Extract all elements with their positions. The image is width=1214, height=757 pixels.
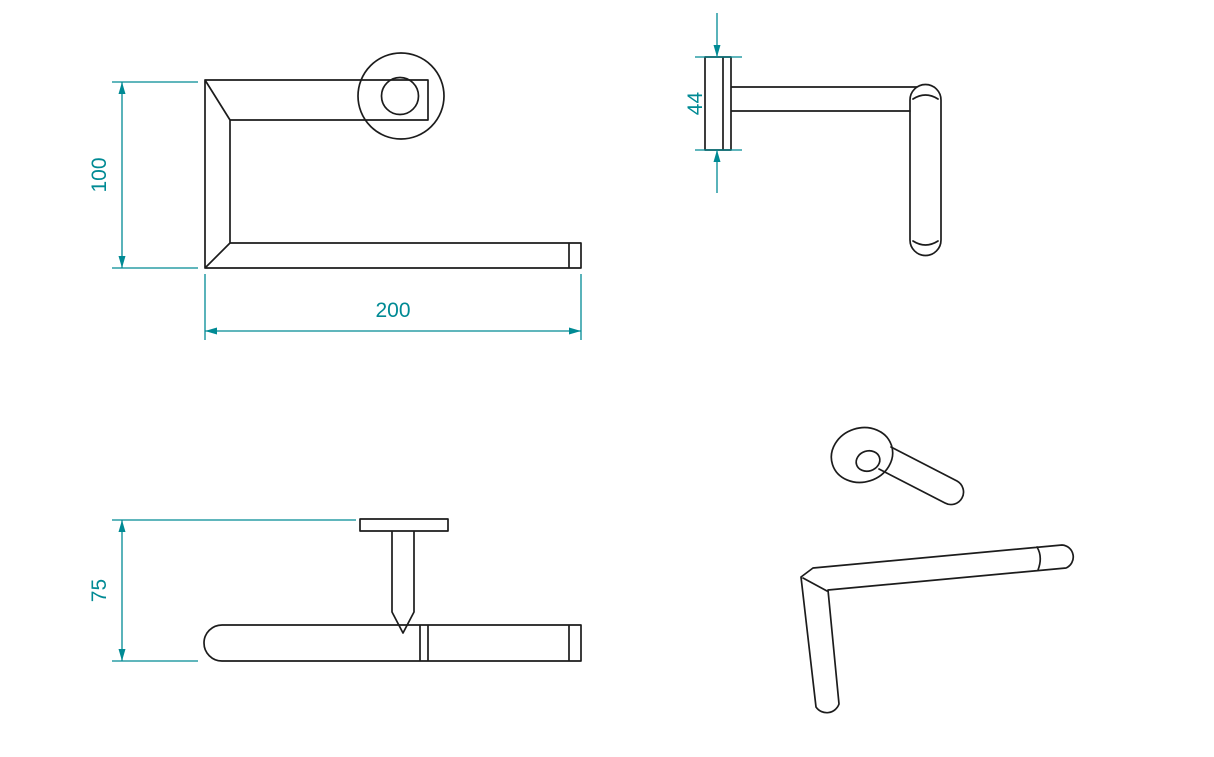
- dimension-label: 75: [88, 579, 111, 602]
- plan-view: 75: [88, 518, 582, 662]
- dimension-arrow-left: [205, 327, 217, 335]
- dimension-lines: [112, 519, 356, 662]
- dimension-arrow-right: [569, 327, 581, 335]
- roll-bar-plan: [203, 624, 582, 662]
- mount-arm: [878, 446, 965, 506]
- dimension-label: 100: [88, 157, 111, 192]
- dimension-label: 44: [684, 92, 707, 116]
- wall-plate-and-arm: [704, 56, 918, 151]
- dimension-lines: [112, 81, 198, 269]
- dimension-label: 200: [375, 299, 410, 322]
- wall-flange-circle: [357, 52, 445, 140]
- bracket-body: [800, 544, 1075, 714]
- dimension-lines: [695, 13, 742, 193]
- dimension-arrow-up: [713, 150, 721, 162]
- roll-bar-profile: [909, 83, 942, 257]
- dimension-arrow-down: [118, 649, 126, 661]
- side-view: 44: [684, 13, 942, 257]
- wall-flange-ellipse: [830, 426, 894, 484]
- dimension-lines: [204, 274, 582, 340]
- front-height-dimension: 100: [88, 81, 198, 269]
- bracket-outline: [204, 79, 582, 269]
- arm-end-circle: [380, 76, 420, 116]
- wall-mount-plan: [359, 518, 449, 634]
- dimension-arrow-up: [118, 520, 126, 532]
- dimension-arrow-down: [118, 256, 126, 268]
- dimension-arrow-down: [713, 45, 721, 57]
- front-width-dimension: 200: [204, 274, 582, 340]
- dimension-arrow-up: [118, 82, 126, 94]
- side-plate-dimension: 44: [684, 13, 742, 193]
- flange-hub-ellipse: [855, 449, 881, 473]
- front-view: 100 200: [88, 52, 582, 340]
- isometric-view: [800, 426, 1075, 714]
- plan-depth-dimension: 75: [88, 519, 356, 662]
